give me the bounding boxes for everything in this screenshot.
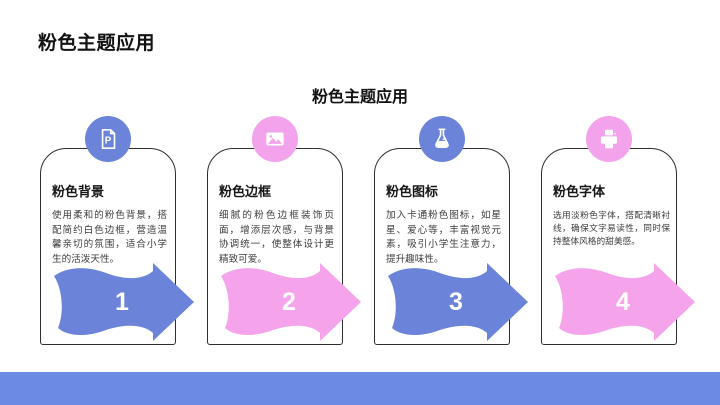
step-card-4: 粉色字体 选用淡粉色字体，搭配清晰衬线，确保文字易读性，同时保持整体风格的甜美感… (541, 116, 695, 345)
card-title: 粉色字体 (553, 184, 606, 199)
card-title: 粉色图标 (386, 184, 439, 199)
card-body: 使用柔和的粉色背景，搭配简约白色边框，营造温馨亲切的氛围，适合小学生的活泼天性。 (52, 210, 167, 265)
bottom-accent-bar (0, 372, 720, 405)
step-arrow: 4 (555, 263, 695, 341)
step-card-3: 粉色图标 加入卡通粉色图标，如星星、爱心等，丰富视觉元素，吸引小学生注意力，提升… (374, 116, 528, 345)
icon-circle (252, 116, 298, 162)
step-card-2: 粉色边框 细腻的粉色边框装饰页面，增添层次感，与背景协调统一，使整体设计更精致可… (207, 116, 361, 345)
step-number: 3 (449, 288, 463, 316)
step-arrow: 3 (388, 263, 528, 341)
steps-row: P 粉色背景 使用柔和的粉色背景，搭配简约白色边框，营造温馨亲切的氛围，适合小学… (40, 116, 695, 345)
section-title: 粉色主题应用 (311, 89, 408, 106)
card-body: 加入卡通粉色图标，如星星、爱心等，丰富视觉元素，吸引小学生注意力，提升趣味性。 (386, 210, 501, 265)
step-number: 4 (616, 288, 630, 316)
step-arrow: 2 (221, 263, 361, 341)
page-title: 粉色主题应用 (38, 33, 156, 54)
svg-text:P: P (105, 136, 112, 147)
image-icon (266, 132, 284, 146)
card-body: 选用淡粉色字体，搭配清晰衬线，确保文字易读性，同时保持整体风格的甜美感。 (553, 210, 670, 247)
flask-icon (435, 128, 449, 149)
step-number: 1 (115, 288, 129, 316)
step-card-1: P 粉色背景 使用柔和的粉色背景，搭配简约白色边框，营造温馨亲切的氛围，适合小学… (40, 116, 194, 345)
icon-circle: P (85, 116, 131, 162)
icon-circle (419, 116, 465, 162)
document-p-icon: P (101, 128, 116, 150)
step-arrow: 1 (54, 263, 194, 341)
card-title: 粉色边框 (219, 184, 272, 199)
card-body: 细腻的粉色边框装饰页面，增添层次感，与背景协调统一，使整体设计更精致可爱。 (219, 210, 334, 265)
card-title: 粉色背景 (52, 184, 105, 199)
printer-icon (600, 129, 618, 149)
step-number: 2 (282, 288, 296, 316)
icon-circle (586, 116, 632, 162)
